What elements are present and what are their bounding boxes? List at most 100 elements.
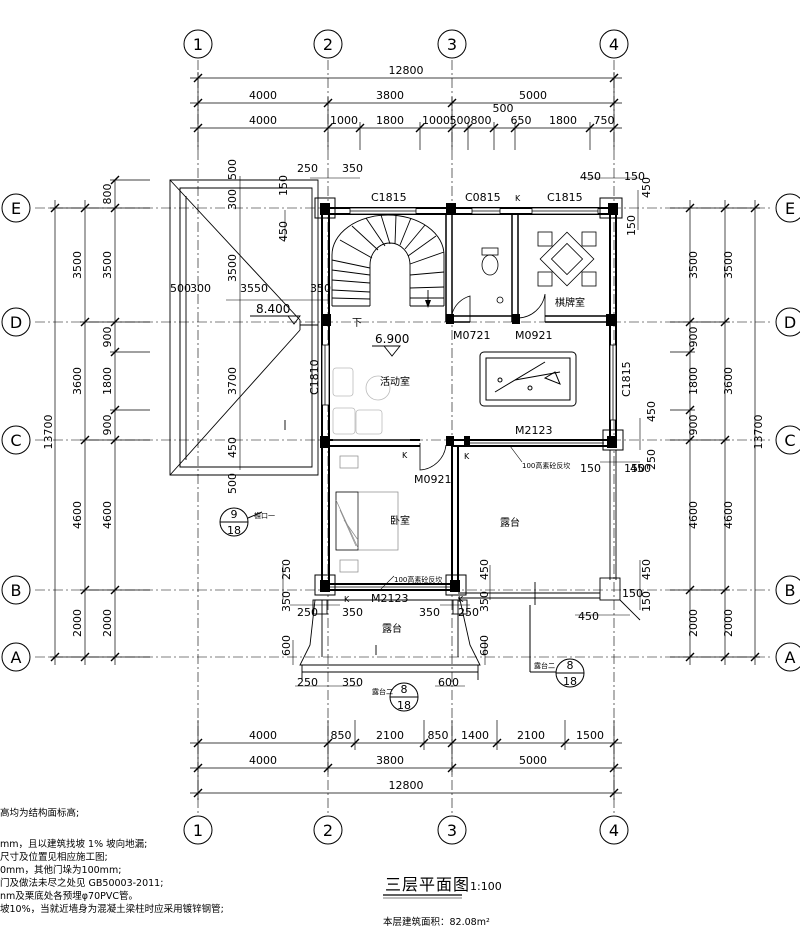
floor-area: 本层建筑面积：82.08m² <box>383 916 490 928</box>
room-labels: 活动室 棋牌室 卧室 露台 露台 <box>380 296 585 635</box>
detail-ref-3-caption: 露台二 <box>534 661 555 670</box>
sill-note-right: 100高素砼反坎 <box>522 461 570 470</box>
dim-s-26: 250 <box>645 449 658 470</box>
dim-bottom-row2-1: 4000 <box>249 754 277 767</box>
dim-s-13: 450 <box>578 610 599 623</box>
local-dimension-lines <box>226 176 641 687</box>
columns <box>320 203 618 592</box>
dim-left-total: 13700 <box>42 415 55 450</box>
note-6: nm及栗底处各预埋φ70PVC管。 <box>0 890 138 902</box>
dim-s-10: 350 <box>342 606 363 619</box>
door-labels: M0721 M0921 M2123 M0921 M2123 <box>371 329 553 605</box>
dim-right-outer-3: 4600 <box>722 501 735 529</box>
roof-dim-7: 500 <box>226 473 239 494</box>
axis-label-C-left: C <box>10 431 21 450</box>
dim-top-row4-2: 1000 <box>330 114 358 127</box>
k-mark-5: K <box>402 451 408 460</box>
axis-label-A-left: A <box>11 648 22 667</box>
dim-bottom-row1-1: 4000 <box>249 729 277 742</box>
note-7: 坡10%，当就近墙身为混凝土梁柱时应采用镀锌钢管; <box>0 903 224 915</box>
bedroom-bed <box>335 455 399 573</box>
dim-s-6: 450 <box>640 177 653 198</box>
roof-dim-3: 3550 <box>240 282 268 295</box>
room-terrace-right: 露台 <box>500 516 520 529</box>
room-bedroom: 卧室 <box>390 514 410 527</box>
door-label-3: M2123 <box>515 424 553 437</box>
windows <box>321 207 617 421</box>
dim-top-row4-5: 500 <box>450 114 471 127</box>
roof-dim-9: 300 <box>226 189 239 210</box>
dim-s-1: 250 <box>297 162 318 175</box>
dim-s-27: 450 <box>645 401 658 422</box>
dim-left-outer-1: 3500 <box>71 251 84 279</box>
roof-dim-5: 3500 <box>226 254 239 282</box>
dim-top-row4-4: 1000 <box>422 114 450 127</box>
dim-left-inner-1: 800 <box>101 184 114 205</box>
top-dim-texts: 12800 4000 3800 5000 500 4000 1000 1800 … <box>249 64 615 127</box>
dim-bottom-row1-5: 1400 <box>461 729 489 742</box>
drawing-title: 三层平面图 <box>385 875 470 894</box>
axis-label-D-left: D <box>10 313 22 332</box>
dim-bottom-row2-3: 5000 <box>519 754 547 767</box>
detail-ref-1-sheet: 18 <box>227 524 241 537</box>
note-2: mm，且以建筑找坡 1% 坡向地漏; <box>0 838 147 850</box>
dim-top-extra: 500 <box>493 102 514 115</box>
dim-s-5: 150 <box>625 215 638 236</box>
dim-s-28: 150 <box>580 462 601 475</box>
dim-bottom-row1-7: 1500 <box>576 729 604 742</box>
dim-s-25: 150 <box>640 591 653 612</box>
axis-label-C-right: C <box>784 431 795 450</box>
axis-label-3-top: 3 <box>447 35 457 54</box>
dim-right-inner-3: 1800 <box>687 367 700 395</box>
bottom-dim-texts: 4000 850 2100 850 1400 2100 1500 4000 38… <box>249 729 604 792</box>
dim-right-inner-5: 4600 <box>687 501 700 529</box>
axis-label-4-top: 4 <box>609 35 619 54</box>
dim-right-total: 13700 <box>752 415 765 450</box>
dim-right-inner-4: 900 <box>687 415 700 436</box>
door-label-1: M0721 <box>453 329 491 342</box>
sill-leaders <box>379 445 523 591</box>
roof-dim-6: 3700 <box>226 367 239 395</box>
dim-s-3: 450 <box>580 170 601 183</box>
roof-dim-1: 500 <box>170 282 191 295</box>
dim-top-row2-3: 5000 <box>519 89 547 102</box>
dim-right-inner-2: 900 <box>687 327 700 348</box>
dim-s-22: 450 <box>478 559 491 580</box>
dim-top-row2-1: 4000 <box>249 89 277 102</box>
axis-label-3-bottom: 3 <box>447 821 457 840</box>
window-label-4: C1810 <box>308 359 321 395</box>
chess-table-set <box>537 231 597 287</box>
note-4: 0mm，其他门垛为100mm; <box>0 864 121 876</box>
elevation-texts: 8.400 6.900 <box>256 302 409 346</box>
dim-bottom-overall: 12800 <box>389 779 424 792</box>
dim-s-23: 350 <box>478 591 491 612</box>
dim-s-2: 350 <box>342 162 363 175</box>
window-label-3: C1815 <box>547 191 583 204</box>
axis-label-E-left: E <box>11 199 21 218</box>
axis-label-D-right: D <box>784 313 796 332</box>
corner-column-frames <box>314 197 624 596</box>
dim-s-12: 250 <box>458 606 479 619</box>
roof-dim-texts: 500 300 3550 350 3500 3700 500 500 300 4… <box>170 159 331 494</box>
k-mark-4: K <box>458 595 464 604</box>
dim-s-14: 150 <box>622 587 643 600</box>
dim-s-16: 350 <box>342 676 363 689</box>
dim-left-outer-2: 3600 <box>71 367 84 395</box>
dim-s-17: 600 <box>438 676 459 689</box>
dim-top-row4-9: 750 <box>594 114 615 127</box>
detail-ref-captions: 檐口一 露台二 露台二 <box>254 511 555 696</box>
dim-s-8: 150 <box>624 462 645 475</box>
dim-left-outer-4: 2000 <box>71 609 84 637</box>
dim-bottom-row1-6: 2100 <box>517 729 545 742</box>
title-block: 三层平面图 1:100 本层建筑面积：82.08m² <box>383 875 502 928</box>
interior-walls <box>445 214 610 323</box>
dim-s-11: 350 <box>419 606 440 619</box>
dim-s-21: 350 <box>280 591 293 612</box>
door-label-5: M2123 <box>371 592 409 605</box>
axis-label-A-right: A <box>785 648 796 667</box>
left-dim-ticks <box>50 175 120 662</box>
axis-label-4-bottom: 4 <box>609 821 619 840</box>
dim-right-inner-6: 2000 <box>687 609 700 637</box>
activity-sofa <box>332 367 410 441</box>
